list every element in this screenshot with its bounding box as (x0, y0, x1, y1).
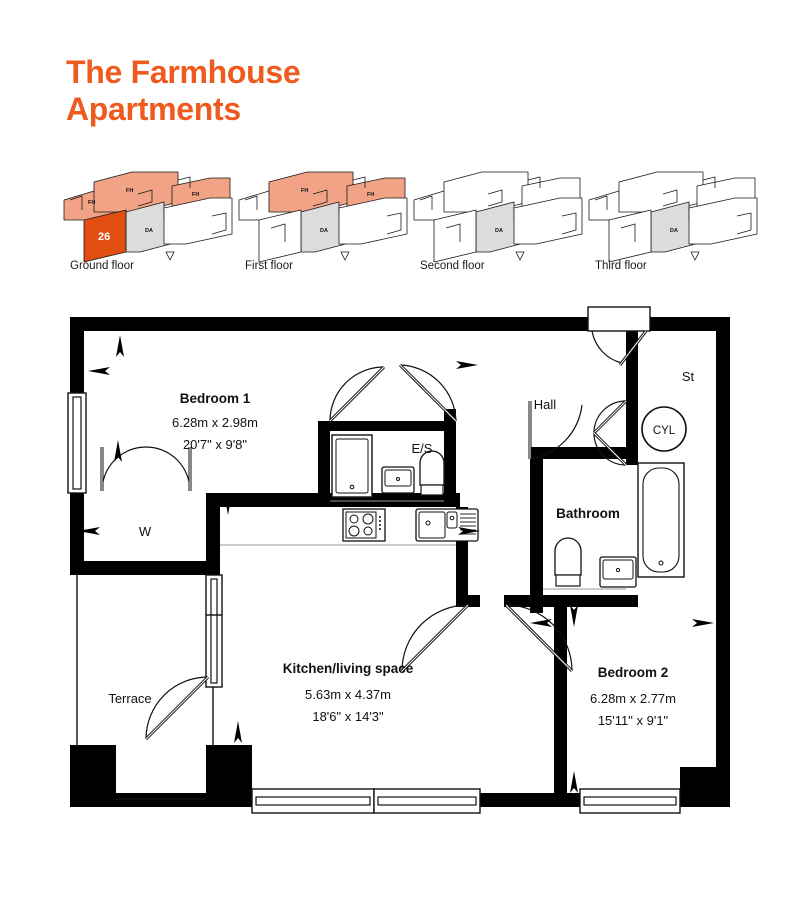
label-cylinder: CYL (653, 425, 676, 437)
door-bedroom1-entry (398, 363, 458, 423)
floor-key-tag-fh-4: FH (301, 188, 308, 194)
floor-key-strip: FH FH FH DA 26 Ground floor (60, 168, 760, 288)
floor-key-second-floor[interactable]: DA Second floor (410, 168, 585, 288)
plan-thin-lines (220, 500, 626, 590)
room-label-wardrobe: W (139, 524, 152, 539)
room-label-terrace: Terrace (108, 691, 151, 706)
arrow-up-bedroom1 (116, 335, 124, 357)
floor-key-first-floor-diagram: FH FH DA (238, 171, 408, 263)
floor-key-ground-floor[interactable]: FH FH FH DA 26 Ground floor (60, 168, 235, 288)
door-terrace (144, 675, 210, 741)
arrow-right-bedroom1-door (456, 361, 478, 369)
arrow-up-corridor (224, 493, 232, 515)
floor-plan-drawing: Bedroom 1 6.28m x 2.98m 20'7" x 9'8" Kit… (67, 306, 730, 814)
arrow-right-bedroom2 (692, 619, 714, 627)
window-terrace (205, 574, 223, 688)
room-label-store: St (682, 369, 695, 384)
room-dim-imperial-bedroom-1: 20'7" x 9'8" (183, 437, 247, 452)
room-dim-metric-kitchen-living: 5.63m x 4.37m (305, 687, 391, 702)
door-ensuite (328, 365, 386, 423)
floor-key-second-floor-diagram: DA (413, 171, 583, 263)
floor-key-third-floor[interactable]: DA Third floor (585, 168, 760, 288)
plan-direction-arrows (78, 335, 714, 793)
floor-key-first-floor[interactable]: FH FH DA First floor (235, 168, 410, 288)
window-kitchen-right (373, 788, 481, 814)
basin-bathroom-fixture (599, 556, 637, 588)
room-label-ensuite: E/S (412, 441, 433, 456)
floor-plan: Bedroom 1 6.28m x 2.98m 20'7" x 9'8" Kit… (60, 305, 740, 845)
window-kitchen-left (251, 788, 375, 814)
floor-key-ground-floor-diagram: FH FH FH DA 26 (63, 171, 233, 263)
floor-key-tag-da-4: DA (670, 228, 678, 234)
door-bathroom (528, 401, 583, 460)
floor-key-unit-number: 26 (98, 231, 110, 243)
door-store-double (592, 399, 628, 467)
arrow-down-wardrobe (114, 440, 122, 462)
plan-walls (70, 317, 730, 807)
floor-key-tag-da-2: DA (320, 228, 328, 234)
arrow-left-bedroom1 (88, 367, 110, 375)
floor-key-label-third: Third floor (595, 260, 647, 272)
floor-key-label-second: Second floor (420, 260, 485, 272)
arrow-down-bedroom2 (570, 771, 578, 793)
floor-key-tag-da-1: DA (145, 228, 153, 234)
window-bedroom1-left (67, 392, 87, 494)
floor-key-tag-fh-2: FH (126, 188, 133, 194)
door-entrance (587, 306, 651, 366)
floor-key-tag-da-3: DA (495, 228, 503, 234)
plan-windows (67, 392, 681, 814)
sink-fixture (415, 508, 479, 542)
cylinder-fixture (641, 406, 687, 452)
hob-fixture (342, 508, 386, 542)
plan-room-labels: Bedroom 1 6.28m x 2.98m 20'7" x 9'8" Kit… (108, 369, 694, 728)
room-dim-metric-bedroom-1: 6.28m x 2.98m (172, 415, 258, 430)
room-label-bathroom: Bathroom (556, 506, 620, 521)
door-kitchen-right (504, 603, 574, 673)
arrow-up-bathroom (570, 605, 578, 627)
arrow-right-corridor (458, 527, 480, 535)
room-label-hall: Hall (534, 397, 557, 412)
floor-key-tag-fh-5: FH (367, 192, 374, 198)
plan-fixtures (331, 406, 687, 588)
bath-fixture (637, 462, 685, 578)
floor-key-third-floor-diagram: DA (588, 171, 758, 263)
arrow-down-terrace (234, 721, 242, 743)
room-label-bedroom-2: Bedroom 2 (598, 665, 669, 680)
arrow-left-corridor (78, 527, 100, 535)
door-kitchen-left (400, 603, 470, 673)
page-title-line-1: The Farmhouse (66, 54, 301, 90)
window-bedroom2-bottom (579, 788, 681, 814)
plan-doors (100, 306, 651, 741)
floor-key-label-first: First floor (245, 260, 293, 272)
wc-bathroom-fixture (554, 537, 582, 587)
page-title-line-2: Apartments (66, 90, 241, 127)
page-title: The Farmhouse Apartments (66, 54, 486, 128)
arrow-down-kitchen (234, 771, 242, 793)
floor-key-tag-fh-3: FH (192, 192, 199, 198)
basin-ensuite-fixture (381, 466, 415, 494)
wc-ensuite-fixture (419, 450, 445, 496)
room-dim-imperial-kitchen-living: 18'6" x 14'3" (312, 709, 384, 724)
arrow-left-bathroom-door (530, 619, 552, 627)
room-dim-imperial-bedroom-2: 15'11" x 9'1" (598, 713, 669, 728)
room-dim-metric-bedroom-2: 6.28m x 2.77m (590, 691, 676, 706)
room-label-kitchen-living: Kitchen/living space (283, 661, 414, 676)
door-bedroom1-double (100, 446, 192, 492)
floor-key-label-ground: Ground floor (70, 260, 134, 272)
shower-fixture (331, 434, 373, 498)
floor-key-tag-fh-1: FH (88, 200, 95, 206)
room-label-bedroom-1: Bedroom 1 (180, 391, 251, 406)
